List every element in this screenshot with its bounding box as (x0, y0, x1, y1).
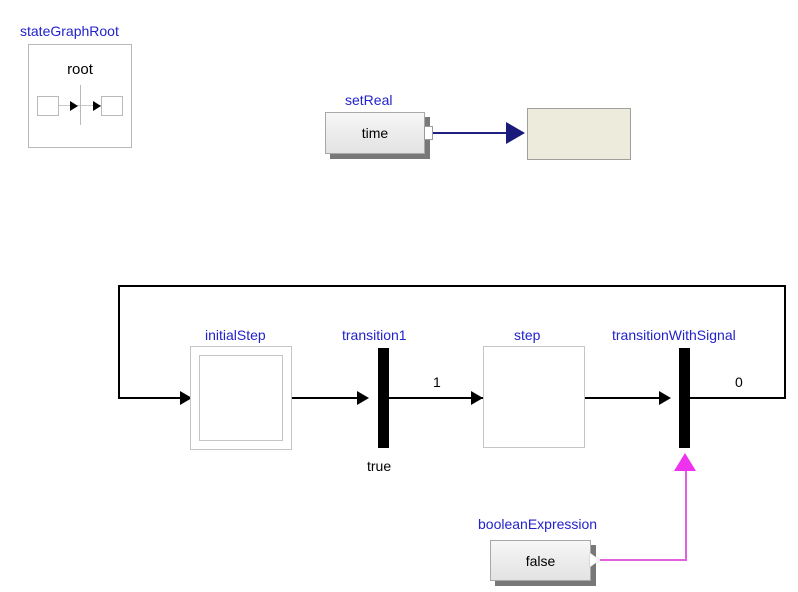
boolean-expression-label: booleanExpression (478, 516, 598, 532)
target-block[interactable] (527, 108, 631, 160)
feedback-loop-frame (118, 285, 786, 398)
transition-with-signal-delay-text: 0 (735, 374, 743, 390)
transition1-condition-text: true (367, 458, 392, 474)
state-graph-root-inner-transition-bar-icon (80, 85, 81, 125)
set-real-output-port-icon[interactable] (424, 126, 433, 140)
initial-step-input-arrow-icon (180, 391, 192, 405)
state-graph-root-inner-step-left-icon (37, 96, 59, 116)
boolean-expression-value-text: false (490, 540, 591, 581)
state-graph-root-label: stateGraphRoot (20, 23, 119, 39)
step-block[interactable] (483, 346, 585, 448)
state-graph-root-inner-arrow-left-icon (70, 101, 78, 111)
transition-with-signal-label: transitionWithSignal (612, 327, 736, 343)
real-signal-connection-line[interactable] (433, 132, 507, 134)
state-graph-root-inner-arrow-right-icon (93, 101, 101, 111)
set-real-block[interactable]: time (325, 112, 430, 159)
feedback-exit-line (690, 397, 786, 399)
flow-line-step-to-transition-with-signal (585, 397, 662, 399)
boolean-expression-output-port-icon[interactable] (590, 553, 600, 567)
transition1-label: transition1 (342, 327, 407, 343)
flow-line-initial-step-to-transition1 (292, 397, 360, 399)
boolean-signal-arrow-icon (674, 453, 696, 471)
transition1-input-arrow-icon (357, 391, 369, 405)
transition-with-signal-block[interactable] (679, 348, 690, 448)
transition-with-signal-input-arrow-icon (659, 391, 671, 405)
set-real-value-text: time (325, 112, 425, 154)
initial-step-label: initialStep (205, 327, 266, 343)
flow-line-transition1-to-step-ext (389, 397, 483, 399)
state-graph-root-inner-step-right-icon (101, 96, 123, 116)
boolean-expression-block[interactable]: false (490, 540, 596, 586)
real-signal-arrow-icon (506, 122, 525, 144)
boolean-signal-vertical-line[interactable] (685, 470, 687, 561)
transition1-block[interactable] (378, 348, 389, 448)
boolean-signal-horizontal-line[interactable] (600, 559, 687, 561)
set-real-label: setReal (345, 92, 393, 108)
step-label: step (514, 327, 541, 343)
initial-step-inner-outline (199, 355, 283, 441)
transition1-delay-text: 1 (433, 374, 441, 390)
feedback-entry-line (118, 397, 184, 399)
state-graph-root-icon-text: root (67, 61, 93, 78)
